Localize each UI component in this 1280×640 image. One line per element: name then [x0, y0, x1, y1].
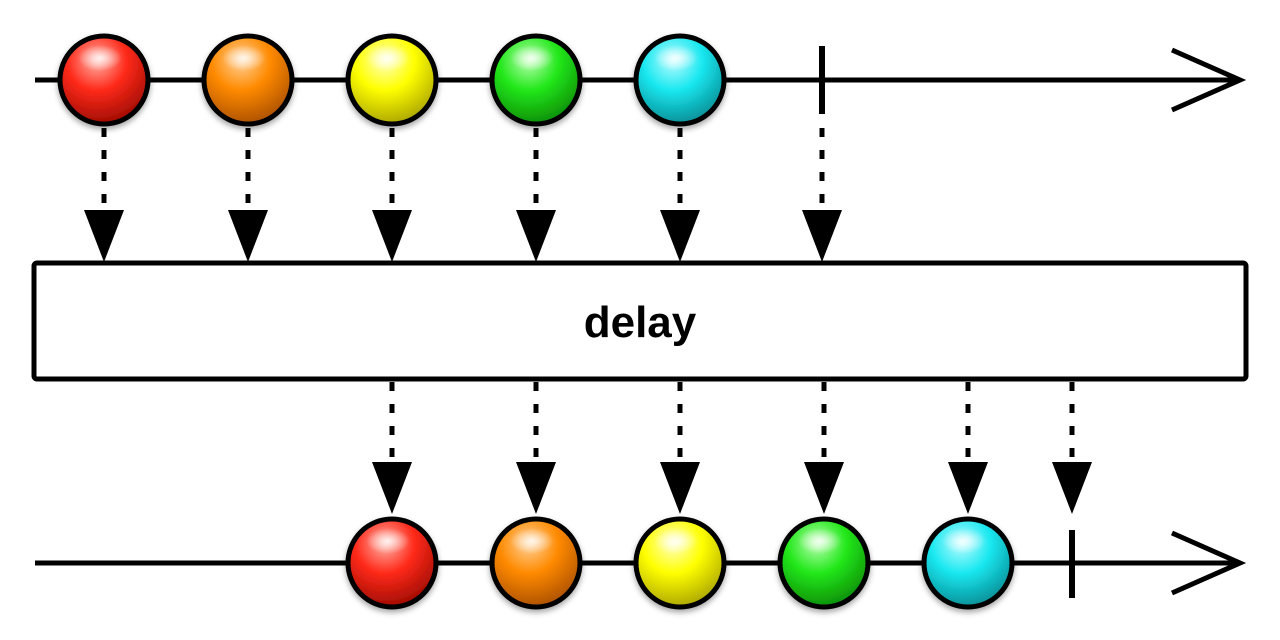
- connectors: [84, 128, 1092, 514]
- source-marble-yellow: [345, 33, 439, 127]
- result-marble-cyan: [921, 516, 1015, 610]
- input-connector-4-arrowhead: [516, 210, 556, 262]
- source-marble-cyan: [633, 33, 727, 127]
- operator-label: delay: [584, 298, 697, 347]
- source-marble-orange: [201, 33, 295, 127]
- input-connector-2-arrowhead: [228, 210, 268, 262]
- result-marble-yellow: [633, 516, 727, 610]
- source-marble-green: [489, 33, 583, 127]
- result-marble-red: [345, 516, 439, 610]
- result-marble-green: [777, 516, 871, 610]
- output-connector-6-arrowhead: [1052, 462, 1092, 514]
- source-marbles: [57, 33, 727, 127]
- result-marble-orange: [489, 516, 583, 610]
- result-timeline-arrowhead: [1170, 530, 1247, 596]
- output-connector-5-arrowhead: [948, 462, 988, 514]
- output-connector-4-arrowhead: [804, 462, 844, 514]
- input-connector-3-arrowhead: [372, 210, 412, 262]
- input-connector-1-arrowhead: [84, 210, 124, 262]
- output-connector-2-arrowhead: [516, 462, 556, 514]
- input-connector-6-arrowhead: [802, 210, 842, 262]
- input-connector-5-arrowhead: [660, 210, 700, 262]
- operator-box: delay: [31, 260, 1249, 382]
- source-timeline-arrowhead: [1170, 47, 1247, 113]
- output-connector-3-arrowhead: [660, 462, 700, 514]
- output-connector-1-arrowhead: [372, 462, 412, 514]
- source-marble-red: [57, 33, 151, 127]
- operator-box-frame: [31, 260, 1249, 382]
- result-marbles: [345, 516, 1015, 610]
